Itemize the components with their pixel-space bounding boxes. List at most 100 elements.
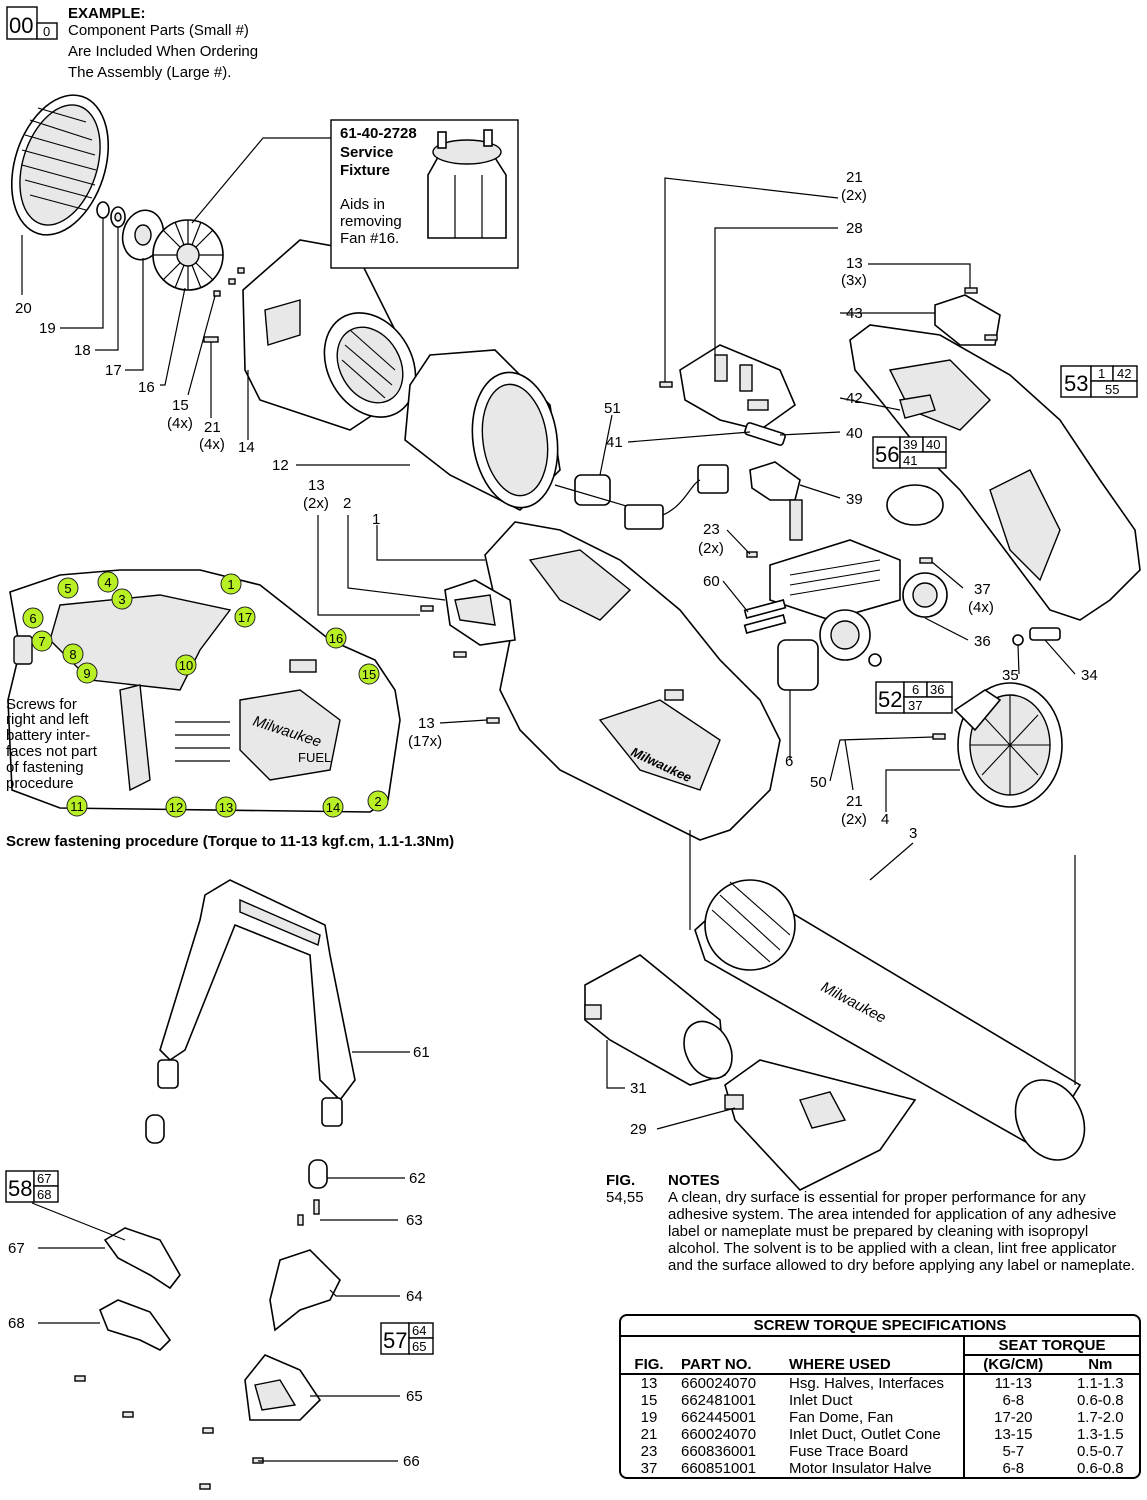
strap-clip-part-64 [269, 1249, 341, 1332]
connector-part-unlabeled [624, 464, 729, 530]
assembly-box-58: 58 67 68 [5, 1170, 59, 1203]
screw-part-23 [746, 551, 758, 558]
callout-13-a-qty: (2x) [303, 495, 329, 512]
callout-29: 29 [630, 1121, 647, 1138]
screw-dot-7: 7 [31, 630, 53, 652]
svg-text:8: 8 [69, 647, 76, 662]
screw-dot-12: 12 [165, 796, 187, 818]
trigger-bracket-part-28 [679, 344, 796, 431]
callout-23-qty: (2x) [698, 540, 724, 557]
svg-text:5: 5 [64, 581, 71, 596]
callout-labels: 20 19 18 17 16 15 (4x) 21 (4x) 14 12 13 … [8, 169, 1098, 1470]
handle-insert-part-68 [98, 1299, 172, 1351]
screw-dot-16: 16 [325, 627, 347, 649]
screw-part-13-c [964, 287, 998, 341]
heat-sink-part-60 [743, 598, 787, 635]
svg-text:13: 13 [219, 800, 233, 815]
callout-13-a: 13 [308, 477, 325, 494]
housing-half-part-42 [849, 324, 1141, 621]
svg-text:57: 57 [383, 1328, 407, 1353]
motor-insulator-part-36 [902, 572, 948, 618]
callout-13-b: 13 [418, 715, 435, 732]
callout-37: 37 [974, 581, 991, 598]
flat-nozzle-part-29 [724, 1059, 917, 1191]
example-title: EXAMPLE: [68, 5, 146, 22]
screws-part-66 [74, 1375, 264, 1490]
notes-title: NOTES [668, 1172, 720, 1189]
screw-part-37 [919, 557, 933, 564]
svg-text:16: 16 [329, 631, 343, 646]
notes-body: NOTES A clean, dry surface is essential … [668, 1172, 1138, 1274]
screw-note-line-6: procedure [6, 775, 74, 792]
svg-text:64: 64 [412, 1323, 426, 1338]
svg-text:42: 42 [1117, 366, 1131, 381]
ring-part-62 [308, 1159, 328, 1189]
svg-text:53: 53 [1064, 371, 1088, 396]
motor-part-6 [777, 609, 882, 691]
svg-text:68: 68 [37, 1187, 51, 1202]
pins-part-63 [297, 1199, 320, 1226]
svg-text:7: 7 [38, 634, 45, 649]
motor-shaft-part-51 [554, 474, 641, 511]
col-fig: FIG. [634, 1355, 664, 1373]
callout-40: 40 [846, 425, 863, 442]
callout-42: 42 [846, 390, 863, 407]
svg-text:2: 2 [374, 794, 381, 809]
callout-14: 14 [238, 439, 255, 456]
screw-note: Screws for right and left battery inter-… [6, 696, 98, 792]
callout-21-outlet-qty: (2x) [841, 811, 867, 828]
svg-text:67: 67 [37, 1171, 51, 1186]
svg-text:6: 6 [29, 611, 36, 626]
screw-part-21-inlet [203, 336, 219, 343]
screw-dot-9: 9 [76, 662, 98, 684]
assembly-box-56: 56 39 40 41 [872, 436, 947, 469]
svg-text:58: 58 [8, 1176, 32, 1201]
nut-part-19 [96, 201, 110, 219]
col-nm: Nm [1088, 1356, 1113, 1373]
screw-note-line-5: of fastening [6, 759, 84, 776]
outlet-cone-part-12 [404, 349, 561, 511]
assembly-box-57: 57 64 65 [380, 1322, 434, 1355]
trigger-part-39 [749, 461, 801, 501]
strap-clip-cover-part-65 [244, 1354, 322, 1421]
example-line-1: Component Parts (Small #) [68, 22, 249, 39]
fixture-desc-line-2: removing [340, 213, 402, 230]
callout-39: 39 [846, 491, 863, 508]
screw-dot-5: 5 [57, 577, 79, 599]
callout-60: 60 [703, 573, 720, 590]
callout-21-outlet: 21 [846, 793, 863, 810]
fixture-part-number: 61-40-2728 [340, 125, 417, 142]
callout-12: 12 [272, 457, 289, 474]
battery-interface-part-43 [934, 294, 1001, 346]
control-board-part-60-area [769, 499, 901, 621]
notes-fig-label: FIG. [606, 1172, 636, 1189]
callout-31: 31 [630, 1080, 647, 1097]
outlet-duct-part-4 [953, 682, 1063, 808]
svg-text:37: 37 [908, 698, 922, 713]
callout-15: 15 [172, 397, 189, 414]
svg-text:36: 36 [930, 682, 944, 697]
screw-dot-6: 6 [22, 607, 44, 629]
callout-19: 19 [39, 320, 56, 337]
strap-ring-unlabeled [145, 1114, 165, 1144]
callout-13-c: 13 [846, 255, 863, 272]
screw-order-dots: 1 2 3 4 5 6 7 8 9 10 11 12 13 14 15 16 1… [22, 571, 389, 818]
svg-text:41: 41 [903, 453, 917, 468]
callout-34: 34 [1081, 667, 1098, 684]
callout-2: 2 [343, 495, 351, 512]
screw-note-line-2: right and left [6, 711, 89, 728]
washer-part-18 [110, 206, 126, 228]
callout-68: 68 [8, 1315, 25, 1332]
svg-text:1: 1 [1098, 366, 1105, 381]
switch-part-41 [744, 422, 786, 446]
fixture-desc-line-1: Aids in [340, 196, 385, 213]
callout-63: 63 [406, 1212, 423, 1229]
svg-text:6: 6 [912, 682, 919, 697]
procedure-fuel-text: FUEL [298, 750, 331, 765]
callout-65: 65 [406, 1388, 423, 1405]
callout-67: 67 [8, 1240, 25, 1257]
notes-fig-numbers: 54,55 [606, 1189, 644, 1206]
